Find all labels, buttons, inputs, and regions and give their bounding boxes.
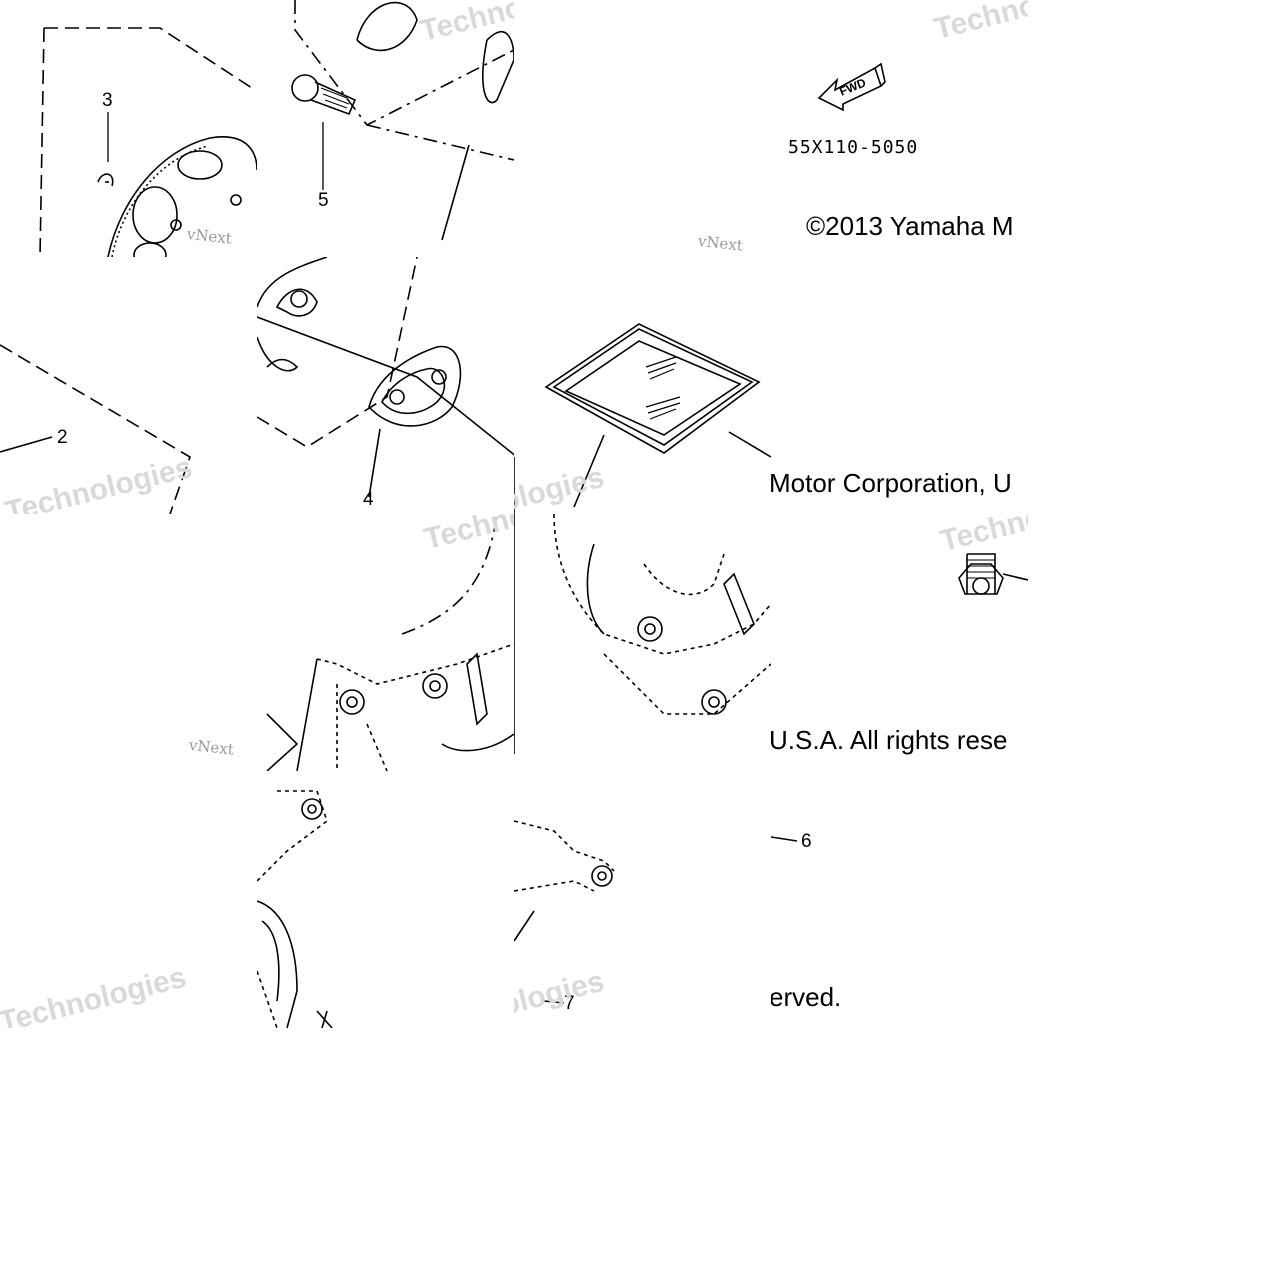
part-number: 55X110-5050 xyxy=(788,137,919,158)
tile-r2c3: Technologies xyxy=(514,257,771,514)
callout-6-leader xyxy=(771,836,798,842)
bolt-drawing xyxy=(291,0,514,241)
tile-r1c2: 5 Technologies xyxy=(257,0,514,257)
callout-7: 7 xyxy=(564,993,575,1014)
tile-r2c4: Motor Corporation, U xyxy=(771,257,1028,514)
crankcase-drawing xyxy=(266,514,514,771)
tile-r3c2: Technologies xyxy=(257,514,514,771)
tile-r4c4: 6 erved. xyxy=(771,771,1028,1028)
tile-r1c3: vNext xyxy=(514,0,771,257)
tile-r4c1: Technologies xyxy=(0,771,257,1028)
tile-r4c3: 7 Technologies xyxy=(514,771,771,1028)
sprocket-drawing xyxy=(39,27,257,257)
watermark-brand: Technologies xyxy=(0,960,190,1028)
copyright-line-3: U.S.A. All rights rese xyxy=(771,725,1008,755)
drain-bolt-drawing xyxy=(958,553,1028,595)
tile-r2c2: 4 xyxy=(257,257,514,514)
tile-r3c4: U.S.A. All rights rese Technologies xyxy=(771,514,1028,771)
copyright-line-1: ©2013 Yamaha M xyxy=(806,211,1014,241)
copyright-line-4: erved. xyxy=(771,982,842,1012)
crankcase-lower xyxy=(257,790,333,1028)
watermark-prefix: vNext xyxy=(188,736,235,759)
callout-5: 5 xyxy=(318,190,329,211)
tile-r1c1: 3 vNext xyxy=(0,0,257,257)
callout-4: 4 xyxy=(363,489,374,510)
blank-area xyxy=(514,0,771,257)
copyright-line-2: Motor Corporation, U xyxy=(771,468,1012,498)
tile-r3c1: vNext xyxy=(0,514,257,771)
tile-r4c2 xyxy=(257,771,514,1028)
callout-3: 3 xyxy=(102,90,113,111)
callout-6: 6 xyxy=(801,831,812,852)
cover-outline xyxy=(0,344,191,514)
crankcase-lower-right xyxy=(514,820,615,1004)
tile-r2c1: 2 Technologies xyxy=(0,257,257,514)
fwd-arrow xyxy=(817,62,886,112)
tile-r1c4: FWD 55X110-5050 ©2013 Yamaha M Technolog… xyxy=(771,0,1028,257)
crankcase-detail xyxy=(514,514,771,754)
gasket-drawing xyxy=(257,257,514,498)
callout-2: 2 xyxy=(57,427,68,448)
oil-strainer xyxy=(514,323,771,514)
tile-r3c3 xyxy=(514,514,771,771)
